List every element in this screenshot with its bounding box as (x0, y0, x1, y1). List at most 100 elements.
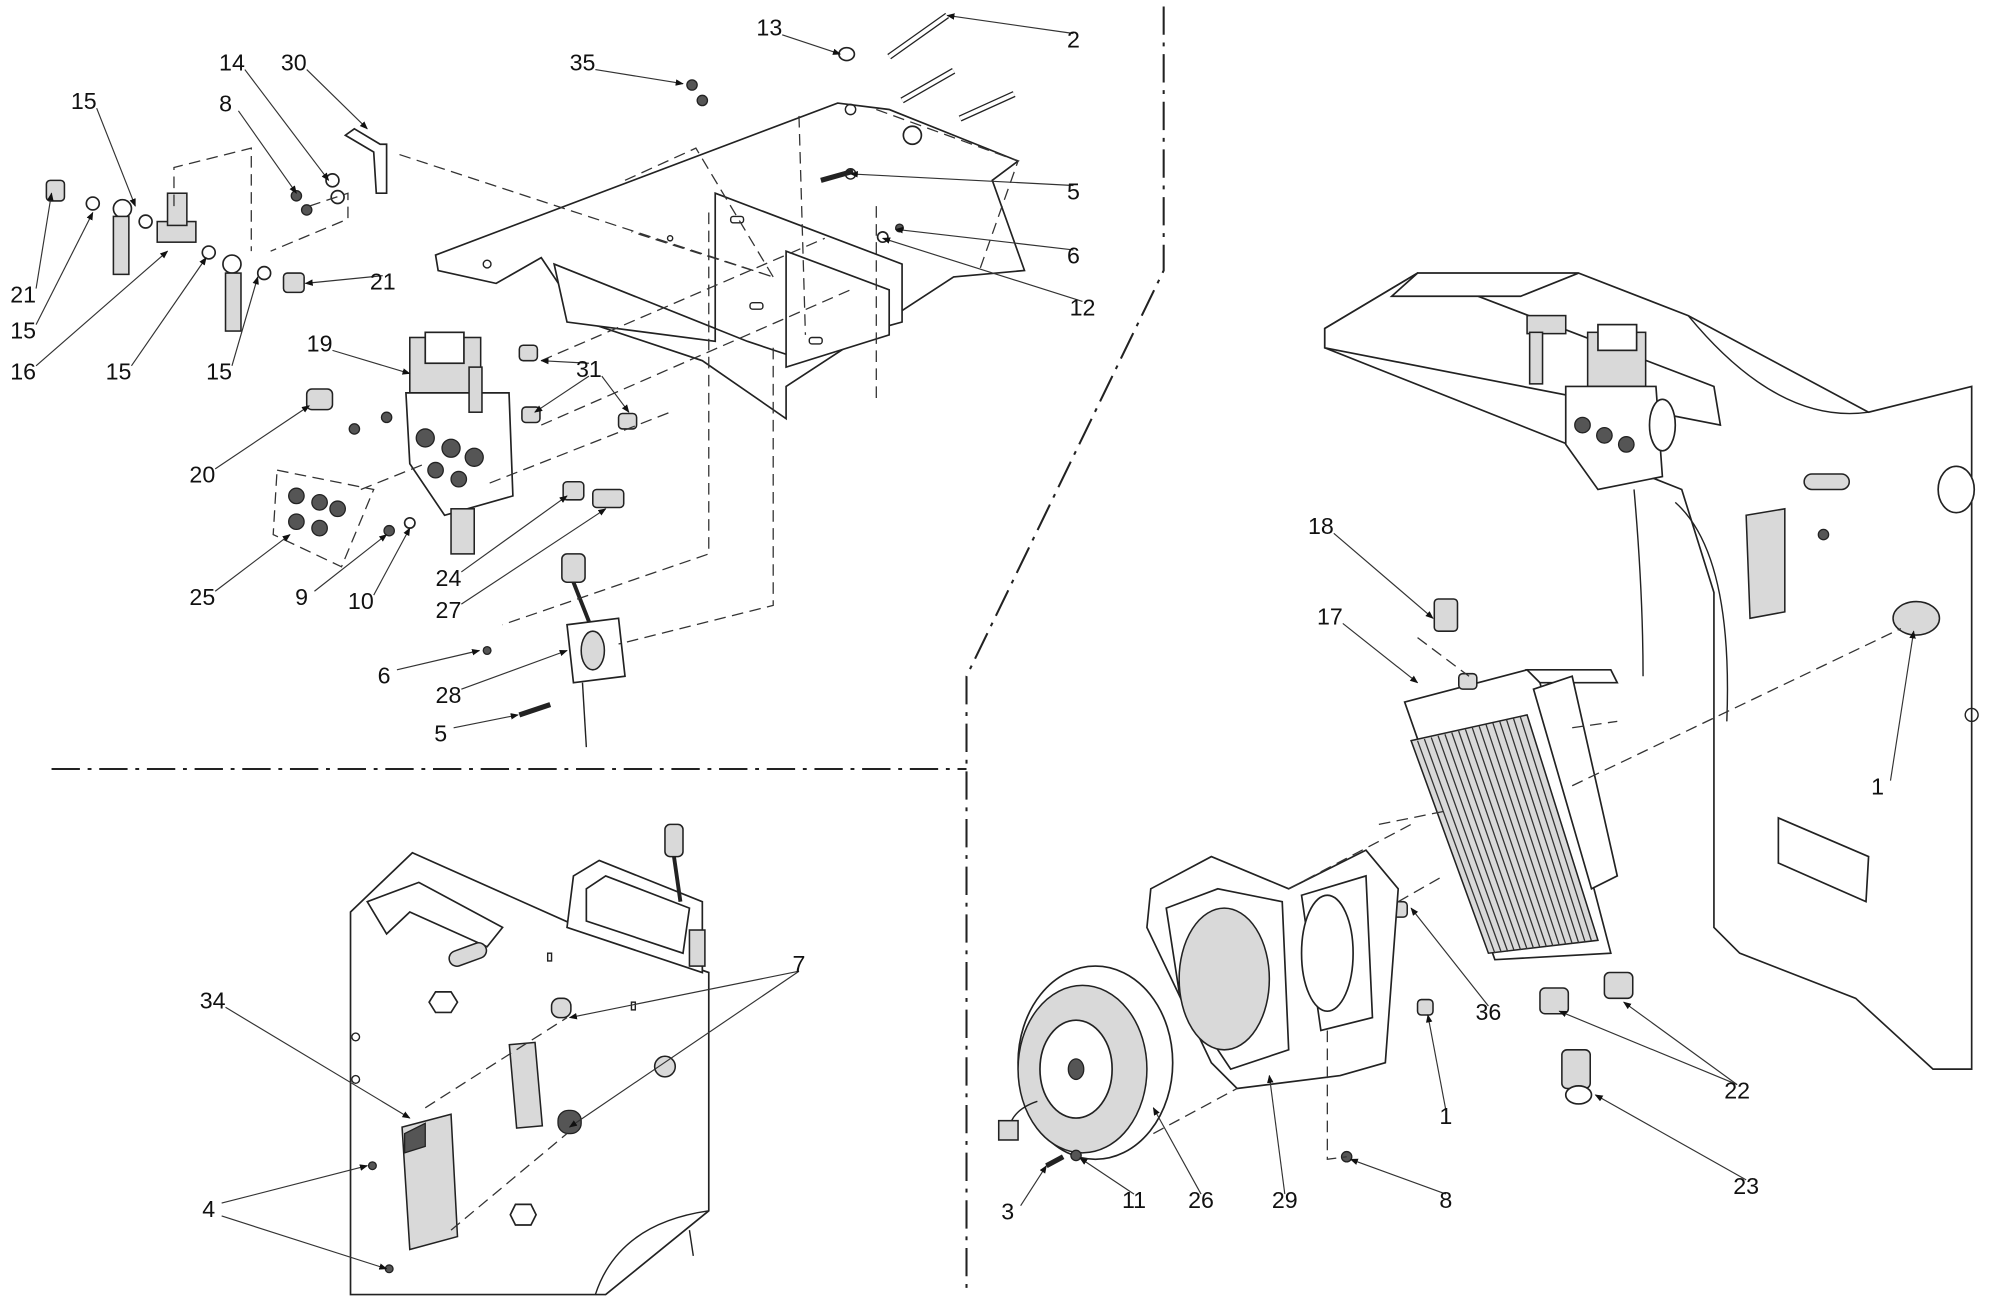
callout-19: 19 (307, 330, 411, 375)
callout-21: 21 (10, 192, 54, 307)
leader-line (1152, 1107, 1202, 1195)
callout-25: 25 (189, 534, 291, 610)
leader-line (568, 970, 800, 1020)
callout-label: 25 (189, 584, 215, 610)
callout-label: 9 (295, 584, 308, 610)
leader-line (96, 107, 136, 207)
callout-15: 15 (10, 211, 94, 343)
callout-15: 15 (206, 276, 259, 385)
callout-21: 21 (304, 269, 396, 295)
callout-label: 20 (189, 462, 215, 488)
callout-26: 26 (1152, 1107, 1214, 1213)
callout-label: 26 (1188, 1187, 1214, 1213)
callout-31: 31 (534, 356, 630, 413)
leader-line (314, 534, 388, 592)
callout-12: 12 (881, 237, 1095, 320)
callout-label: 19 (307, 330, 333, 356)
callout-label: 21 (10, 281, 36, 307)
callout-8: 8 (219, 91, 297, 194)
callout-30: 30 (281, 50, 368, 130)
callout-label: 24 (436, 565, 462, 591)
callout-14: 14 (219, 50, 330, 181)
callout-label: 22 (1724, 1077, 1750, 1103)
cooler-fin (1485, 724, 1560, 946)
callout-15: 15 (106, 256, 207, 385)
cooler-fin (1499, 721, 1573, 944)
callout-label: 17 (1317, 603, 1343, 629)
leader-line (461, 495, 568, 573)
leader-line (453, 713, 519, 729)
callout-label: 7 (793, 951, 806, 977)
callout-35: 35 (570, 50, 684, 86)
leader-line (130, 256, 207, 367)
callout-7: 7 (568, 951, 806, 1128)
leader-line (1623, 1001, 1738, 1086)
callout-15: 15 (71, 88, 136, 207)
leader-line (214, 405, 310, 470)
control-valve (272, 331, 638, 568)
leader-line (461, 508, 607, 605)
installed-valve-view (1526, 314, 1677, 677)
leader-line (1342, 622, 1419, 684)
callout-label: 15 (106, 359, 132, 385)
callout-label: 15 (10, 317, 36, 343)
callout-1: 1 (1426, 1014, 1452, 1129)
callout-13: 13 (756, 15, 841, 55)
callout-16: 16 (10, 250, 169, 385)
cooler-fin (1416, 740, 1496, 954)
leader-line (231, 276, 259, 366)
callout-11: 11 (1079, 1157, 1146, 1213)
callout-24: 24 (436, 495, 568, 591)
callout-label: 5 (434, 721, 447, 747)
callout-10: 10 (348, 527, 411, 614)
leader-line (601, 375, 630, 413)
callout-label: 10 (348, 588, 374, 614)
callout-label: 8 (1439, 1187, 1452, 1213)
leader-line (35, 250, 169, 367)
cooler-fin (1471, 727, 1548, 947)
callout-label: 6 (1067, 243, 1080, 269)
leader-line (946, 13, 1074, 35)
leader-line (1594, 1094, 1747, 1181)
valve-mounting-plate (434, 102, 1026, 421)
callout-label: 23 (1733, 1173, 1759, 1199)
callout-22: 22 (1558, 1001, 1750, 1103)
cooler-fin (1423, 738, 1502, 953)
oil-cooler (1340, 598, 1634, 1163)
callout-3: 3 (1001, 1165, 1047, 1225)
callout-6: 6 (378, 649, 481, 689)
leader-line (306, 69, 368, 130)
callout-label: 6 (378, 663, 391, 689)
leader-line (568, 970, 800, 1128)
callout-28: 28 (436, 649, 568, 708)
leader-line (373, 527, 411, 596)
callout-2: 2 (946, 13, 1080, 52)
leader-line (332, 349, 411, 375)
callout-label: 8 (219, 91, 232, 117)
cooler-fin (1444, 734, 1522, 951)
leader-line (1020, 1165, 1047, 1206)
leader-line (1333, 532, 1434, 619)
leader-line (225, 1006, 411, 1119)
callout-36: 36 (1410, 907, 1501, 1025)
callout-label: 5 (1067, 178, 1080, 204)
electric-fan (997, 965, 1174, 1169)
cooler-fin (1430, 737, 1509, 952)
section-dividers (51, 6, 1165, 1289)
callout-17: 17 (1317, 603, 1419, 684)
callout-5: 5 (434, 713, 519, 747)
callout-label: 1 (1871, 773, 1884, 799)
callout-27: 27 (436, 508, 607, 623)
callout-label: 16 (10, 359, 36, 385)
cooler-fin (1451, 732, 1528, 950)
leader-line (214, 534, 291, 592)
leader-line (35, 192, 54, 289)
cooler-fin (1464, 729, 1541, 948)
leader-line (1349, 1158, 1447, 1195)
assembly-dashed-guides-top (173, 108, 1019, 645)
leader-line (540, 357, 589, 365)
leader-line (1267, 1074, 1286, 1195)
control-lever (482, 553, 626, 748)
callout-34: 34 (200, 987, 411, 1119)
